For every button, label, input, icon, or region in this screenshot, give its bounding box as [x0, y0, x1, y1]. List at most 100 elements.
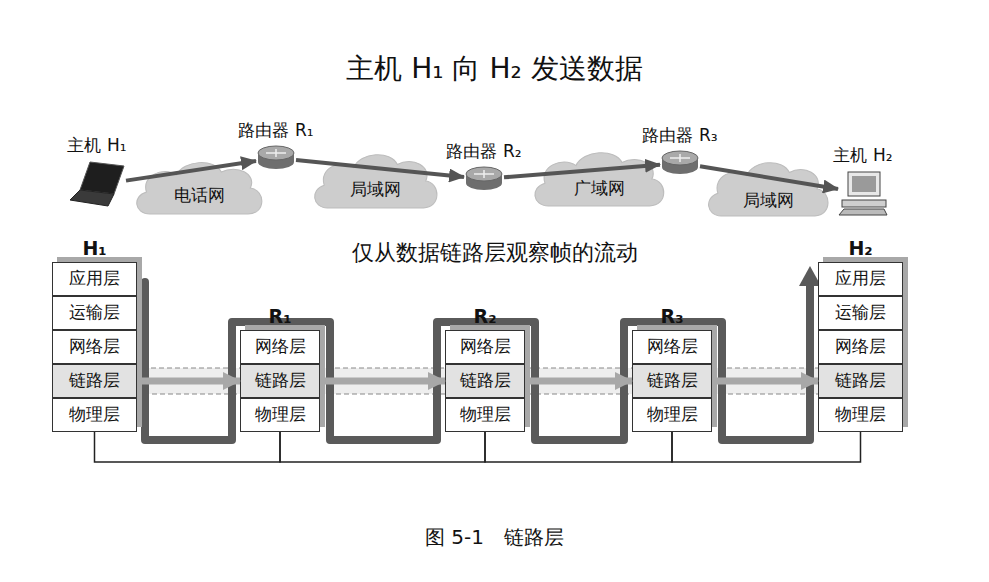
router-mark	[474, 170, 494, 178]
node-heading: H₁	[82, 237, 106, 259]
node-label: 网络层	[835, 336, 886, 356]
node-heading: 路由器 R₂	[446, 140, 521, 163]
protocol-stack: 应用层运输层网络层链路层物理层H₂	[818, 262, 903, 432]
protocol-layer: 运输层	[52, 296, 137, 330]
node-label: 网络层	[255, 336, 306, 356]
host-computer: 主机 H₂	[838, 170, 888, 216]
router-icon: 路由器 R₃	[660, 150, 700, 176]
node-label: 网络层	[460, 336, 511, 356]
route-arrow	[126, 161, 256, 181]
node-label: 应用层	[69, 268, 120, 288]
physical-wire	[95, 432, 281, 462]
node-heading: H₂	[848, 237, 872, 259]
protocol-layer: 链路层	[445, 364, 525, 398]
router-top	[258, 146, 294, 160]
route-arrow	[296, 160, 464, 177]
protocol-layer: 网络层	[52, 330, 137, 364]
host-laptop: 主机 H₁	[68, 160, 126, 210]
network-cloud: 广域网	[530, 148, 668, 210]
data-flow-path	[145, 282, 810, 440]
desktop-shape	[838, 170, 888, 216]
protocol-layer: 网络层	[632, 330, 712, 364]
protocol-layer: 链路层	[818, 364, 903, 398]
protocol-stack: 应用层运输层网络层链路层物理层H₁	[52, 262, 137, 432]
diagram-title: 主机 H₁ 向 H₂ 发送数据	[0, 50, 989, 88]
node-heading: R₁	[269, 305, 292, 327]
laptop-screen	[80, 162, 124, 194]
router-top	[466, 167, 502, 181]
protocol-layer: 物理层	[240, 398, 320, 432]
node-label: 运输层	[835, 302, 886, 322]
physical-wire	[280, 432, 485, 462]
node-label: 物理层	[69, 404, 120, 424]
frame-arrow	[525, 378, 632, 385]
protocol-layer: 运输层	[818, 296, 903, 330]
monitor	[848, 172, 880, 196]
node-label: 物理层	[255, 404, 306, 424]
node-label: 链路层	[255, 370, 306, 390]
protocol-stack: 网络层链路层物理层R₁	[240, 330, 320, 432]
router-top	[662, 151, 698, 165]
network-cloud: 局域网	[310, 150, 441, 212]
frame-arrow	[320, 378, 445, 385]
cloud-shape	[704, 158, 832, 220]
protocol-layer: 物理层	[445, 398, 525, 432]
protocol-layer: 应用层	[52, 262, 137, 296]
network-cloud: 电话网	[132, 158, 266, 218]
node-label: 链路层	[835, 370, 886, 390]
router-shape	[464, 166, 504, 192]
node-heading: 主机 H₂	[833, 144, 892, 167]
node-label: 运输层	[69, 302, 120, 322]
node-label: 网络层	[69, 336, 120, 356]
node-label: 广域网	[530, 178, 668, 198]
laptop-keyboard	[70, 190, 114, 206]
protocol-layer: 链路层	[52, 364, 137, 398]
node-label: 物理层	[460, 404, 511, 424]
network-cloud: 局域网	[704, 158, 832, 220]
node-heading: R₂	[474, 305, 497, 327]
protocol-layer: 网络层	[818, 330, 903, 364]
route-arrow	[700, 166, 838, 189]
router-mark	[266, 149, 286, 157]
router-mark	[670, 154, 690, 162]
node-label: 链路层	[69, 370, 120, 390]
monitor-screen	[852, 176, 876, 192]
physical-wire	[485, 432, 672, 462]
router-shape	[256, 145, 296, 171]
section-subtitle: 仅从数据链路层观察帧的流动	[0, 238, 989, 268]
frame-arrow	[137, 378, 240, 385]
node-label: 电话网	[132, 185, 266, 205]
route-arrow	[504, 165, 660, 178]
router-icon: 路由器 R₁	[256, 145, 296, 171]
computer-case	[842, 200, 886, 207]
router-shape	[660, 150, 700, 176]
protocol-stack: 网络层链路层物理层R₃	[632, 330, 712, 432]
node-label: 物理层	[647, 404, 698, 424]
keyboard	[839, 209, 887, 215]
protocol-layer: 物理层	[632, 398, 712, 432]
node-label: 网络层	[647, 336, 698, 356]
protocol-layer: 链路层	[240, 364, 320, 398]
node-label: 链路层	[460, 370, 511, 390]
node-label: 物理层	[835, 404, 886, 424]
figure-caption: 图 5-1 链路层	[0, 524, 989, 551]
physical-wire	[672, 432, 861, 462]
node-label: 应用层	[835, 268, 886, 288]
router-icon: 路由器 R₂	[464, 166, 504, 192]
node-label: 链路层	[647, 370, 698, 390]
node-heading: 路由器 R₃	[642, 124, 717, 147]
node-label: 局域网	[704, 190, 832, 210]
node-heading: R₃	[661, 305, 684, 327]
node-heading: 主机 H₁	[67, 134, 126, 157]
protocol-stack: 网络层链路层物理层R₂	[445, 330, 525, 432]
protocol-layer: 链路层	[632, 364, 712, 398]
node-label: 局域网	[310, 179, 441, 199]
protocol-layer: 物理层	[52, 398, 137, 432]
frame-arrow	[712, 378, 818, 385]
protocol-layer: 网络层	[240, 330, 320, 364]
protocol-layer: 应用层	[818, 262, 903, 296]
protocol-layer: 网络层	[445, 330, 525, 364]
